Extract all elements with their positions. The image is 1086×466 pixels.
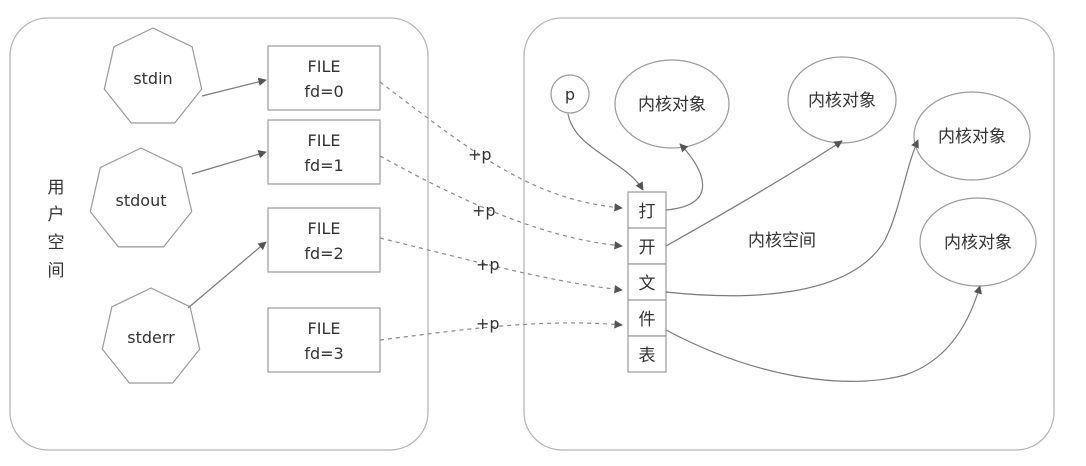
table-cell-rect: [627, 335, 667, 373]
table-cell-char: 开: [639, 238, 656, 258]
kernel-space-label: 内核空间: [748, 231, 816, 251]
kernel-object-3: 内核对象: [913, 91, 1031, 181]
dashed-arrow-fd3: [379, 320, 623, 341]
kernel-object-1: 内核对象: [614, 59, 730, 149]
file-box-line1: FILE: [308, 57, 341, 76]
dashed-arrow-fd2: [379, 237, 623, 294]
arrow-table-to-object-4: [665, 285, 982, 382]
kernel-object-label: 内核对象: [638, 95, 706, 115]
table-cell-rect: [627, 191, 667, 229]
file-box-line1: FILE: [308, 219, 341, 238]
pointer-label: +p: [476, 255, 500, 274]
table-cell: 件: [627, 299, 667, 337]
table-cell-char: 打: [639, 202, 656, 222]
table-cell-char: 件: [639, 310, 656, 330]
user-space-label: 用 户 空 间: [48, 178, 65, 281]
dashed-arrow-fd0: [379, 81, 623, 212]
user-space-label-char: 户: [48, 205, 65, 225]
file-box-rect: [267, 119, 381, 185]
kernel-object-ellipse: [614, 59, 730, 149]
file-box-fd1: FILE fd=1: [267, 119, 381, 185]
stream-stderr: stderr: [101, 287, 201, 384]
heptagon-shape: [101, 287, 201, 384]
file-box-rect: [267, 45, 381, 111]
stream-label-stdin: stdin: [133, 69, 172, 88]
kernel-space-panel: [523, 17, 1055, 451]
file-box-line1: FILE: [308, 131, 341, 150]
table-cell-rect: [627, 299, 667, 337]
user-space-panel: [9, 17, 429, 451]
kernel-object-label: 内核对象: [808, 91, 876, 111]
kernel-object-ellipse: [913, 91, 1031, 181]
dashed-arrow-fd1: [379, 155, 623, 250]
stream-stdin: stdin: [103, 27, 203, 124]
arrow-table-to-object-2: [665, 140, 843, 247]
arrow-stderr-to-fd2: [187, 241, 267, 309]
arrow-table-to-object-3: [665, 139, 919, 297]
file-box-fd0: FILE fd=0: [267, 45, 381, 111]
user-space-label-char: 空: [48, 233, 65, 253]
table-cell: 打: [627, 191, 667, 229]
kernel-object-label: 内核对象: [938, 127, 1006, 147]
table-cell: 表: [627, 335, 667, 373]
file-box-line2: fd=3: [304, 344, 343, 363]
table-cell-rect: [627, 263, 667, 301]
stream-label-stdout: stdout: [116, 191, 167, 210]
user-space-label-char: 间: [48, 261, 65, 281]
table-cell-char: 文: [639, 274, 656, 294]
file-box-fd2: FILE fd=2: [267, 207, 381, 273]
table-cell: 开: [627, 227, 667, 265]
pointer-label: +p: [476, 314, 500, 333]
file-box-fd3: FILE fd=3: [267, 307, 381, 373]
file-box-line2: fd=2: [304, 244, 343, 263]
kernel-object-label: 内核对象: [944, 233, 1012, 253]
file-box-rect: [267, 207, 381, 273]
heptagon-shape: [89, 147, 193, 248]
file-box-line2: fd=0: [304, 82, 343, 101]
kernel-object-4: 内核对象: [919, 197, 1037, 287]
arrow-p-to-table: [567, 113, 644, 191]
arrow-stdin-to-fd0: [201, 77, 267, 97]
stream-stdout: stdout: [89, 147, 193, 248]
table-cell: 文: [627, 263, 667, 301]
p-circle: [550, 74, 590, 114]
table-cell-rect: [627, 227, 667, 265]
arrow-table-to-object-1: [665, 143, 704, 211]
p-circle-label: p: [565, 85, 575, 104]
user-space-label-char: 用: [48, 178, 65, 198]
kernel-object-2: 内核对象: [787, 56, 897, 144]
open-file-table: 打 开 文 件 表: [627, 191, 667, 373]
file-box-line1: FILE: [308, 319, 341, 338]
table-cell-char: 表: [639, 346, 656, 366]
heptagon-shape: [103, 27, 203, 124]
file-box-line2: fd=1: [304, 156, 343, 175]
arrow-stdout-to-fd1: [191, 150, 267, 175]
pointer-label: +p: [468, 145, 492, 164]
pointer-label: +p: [472, 201, 496, 220]
stream-label-stderr: stderr: [127, 328, 175, 347]
